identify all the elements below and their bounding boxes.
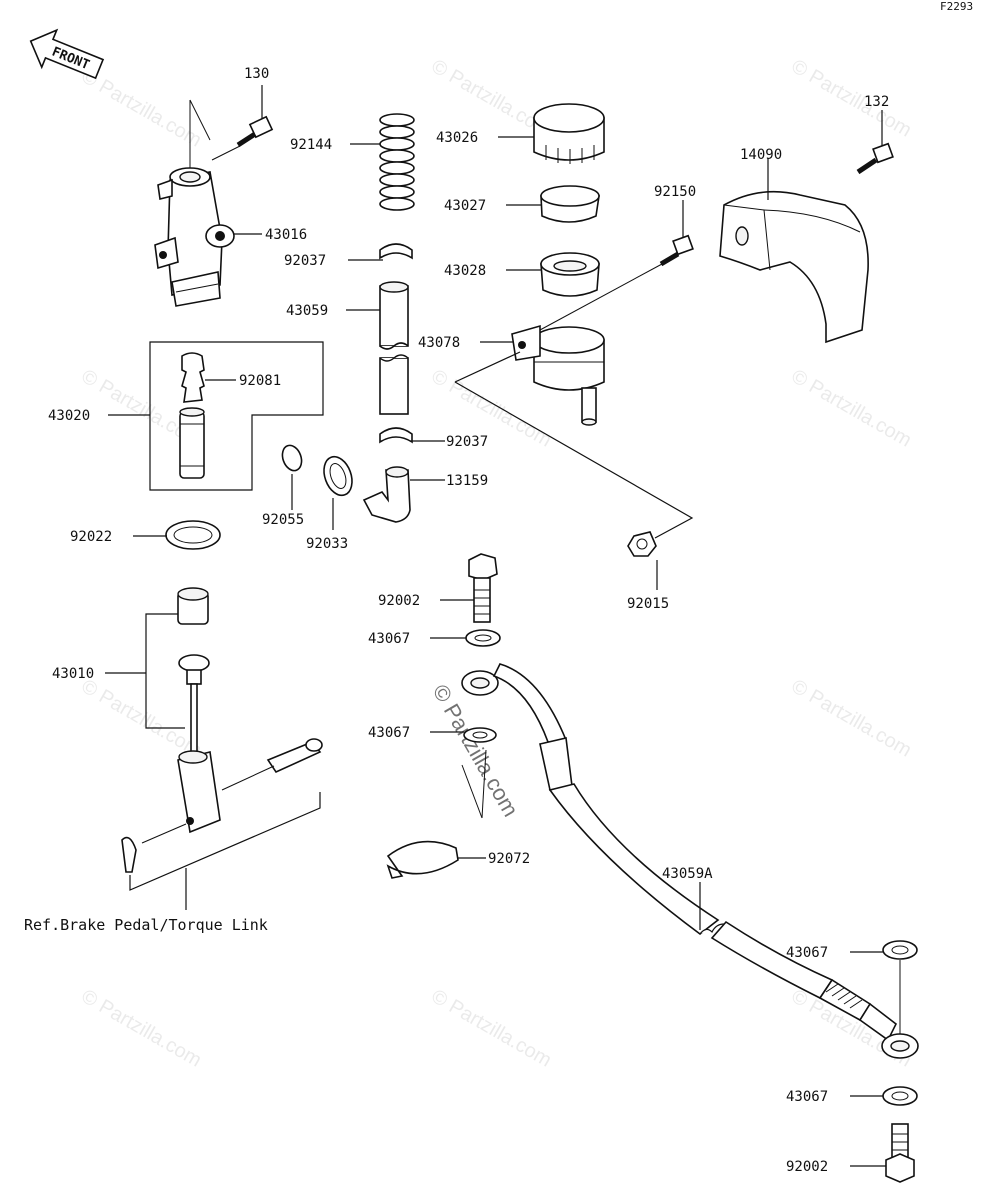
part-label-92144: 92144 [290,137,332,153]
part-label-92002-lower: 92002 [786,1159,828,1175]
part-label-43028: 43028 [444,263,486,279]
o-ring-92055 [281,444,303,510]
watermark-text: © Partzilla.com [788,675,916,761]
cover-14090 [719,158,869,344]
piston-kit-43020 [108,341,324,491]
part-label-92081: 92081 [239,373,281,389]
watermark-text: © Partzilla.com [428,985,556,1071]
watermark-text: © Partzilla.com [788,365,916,451]
diaphragm-plate-43028 [506,252,600,297]
hose-clamp-92037-upper [348,243,413,261]
brake-hose-43059A [461,663,919,1059]
reservoir-43078 [480,324,605,426]
master-cylinder-43016 [154,99,262,307]
reservoir-hose-43059 [346,281,409,415]
circlip-92022 [133,520,221,550]
bolt-132 [856,110,894,175]
part-label-92037-upper: 92037 [284,253,326,269]
figure-code: F2293 [940,0,973,13]
hose-clamp-92072 [386,840,486,879]
part-label-43067-d: 43067 [786,1089,828,1105]
part-label-92055: 92055 [262,512,304,528]
part-label-92002-upper: 92002 [378,593,420,609]
part-label-43059: 43059 [286,303,328,319]
part-label-43067-c: 43067 [786,945,828,961]
diaphragm-43027 [506,185,600,223]
elbow-fitting-13159 [362,466,445,523]
nut-92015 [454,351,694,590]
part-label-92072: 92072 [488,851,530,867]
part-label-43026: 43026 [436,130,478,146]
watermark-text: © Partzilla.com [78,985,206,1071]
part-label-43010: 43010 [52,666,94,682]
washer-43067-d [850,1086,918,1106]
banjo-bolt-92002-upper [440,553,498,623]
watermark-text: © Partzilla.com [78,675,206,761]
part-label-92015: 92015 [627,596,669,612]
part-label-43067-a: 43067 [368,631,410,647]
washer-43067-b [430,727,497,819]
part-label-92150: 92150 [654,184,696,200]
watermark-text: © Partzilla.com [788,55,916,141]
spring-92144 [350,113,415,211]
washer-43067-a [430,629,501,647]
part-label-43016: 43016 [265,227,307,243]
part-label-130: 130 [244,66,269,82]
part-label-92037-lower: 92037 [446,434,488,450]
hose-clamp-92037-lower [379,427,445,444]
front-arrow-icon: FRONT [29,28,105,80]
part-label-132: 132 [864,94,889,110]
circlip-92033 [323,455,353,530]
reservoir-cap-43026 [498,103,605,164]
banjo-bolt-92002-lower [850,1123,915,1183]
push-rod-43010 [105,587,323,910]
part-label-13159: 13159 [446,473,488,489]
part-label-43020: 43020 [48,408,90,424]
part-label-43059A: 43059A [662,866,713,882]
part-label-43067-b: 43067 [368,725,410,741]
part-label-92022: 92022 [70,529,112,545]
part-label-92033: 92033 [306,536,348,552]
washer-43067-c [850,940,918,1034]
part-label-43027: 43027 [444,198,486,214]
reference-note: Ref.Brake Pedal/Torque Link [24,916,268,934]
part-label-14090: 14090 [740,147,782,163]
watermark-text: © Partzilla.com [78,65,206,151]
part-label-43078: 43078 [418,335,460,351]
bolt-130 [211,85,274,161]
bolt-92150 [539,200,694,331]
